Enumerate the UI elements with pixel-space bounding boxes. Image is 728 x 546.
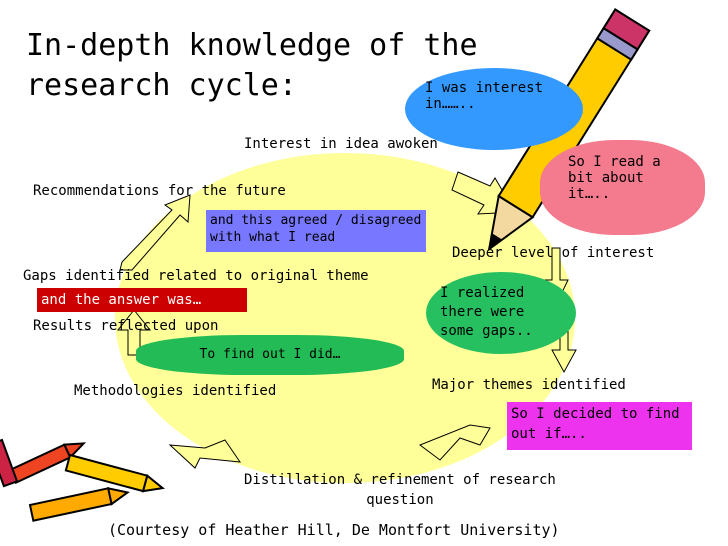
page-title: In-depth knowledge of the research cycle… [26,28,478,103]
stage-gaps: Gaps identified related to original them… [23,268,369,284]
crayons-clipart [0,438,165,522]
arrow-bottom-right [418,424,491,461]
arrow-left-upper [119,194,191,271]
stage-interest: Interest in idea awoken [244,136,438,152]
stage-distillation: Distillation & refinement of research qu… [244,472,556,508]
stage-results: Results reflected upon [33,318,219,334]
stage-recommendations: Recommendations for the future [33,183,286,199]
callout-answer: and the answer was… [37,288,247,312]
credit-line: (Courtesy of Heather Hill, De Montfort U… [108,521,560,539]
callout-interested: I was interest in…….. [405,68,583,150]
arrow-bottom-left [168,439,242,469]
callout-agreed: and this agreed / disagreed with what I … [206,210,426,252]
stage-deeper: Deeper level of interest [452,245,655,261]
callout-realized: I realized there were some gaps.. [426,272,576,354]
callout-read-a-bit: So I read a bit about it….. [540,140,705,235]
callout-decided: So I decided to find out if….. [507,402,692,450]
callout-find-out: To find out I did… [136,335,404,375]
stage-themes: Major themes identified [432,377,626,393]
stage-methodologies: Methodologies identified [74,383,277,399]
